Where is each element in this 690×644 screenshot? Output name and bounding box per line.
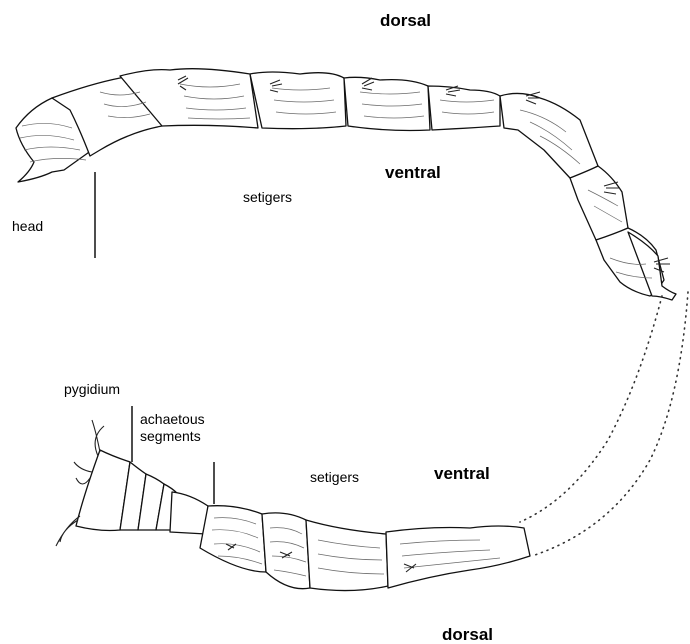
label-segments: segments [140, 429, 201, 443]
label-ventral-bottom: ventral [434, 465, 490, 482]
label-head: head [12, 219, 43, 233]
label-dorsal-bottom: dorsal [442, 626, 493, 643]
lower-setiger-5 [386, 526, 530, 588]
setiger-6 [570, 166, 628, 240]
lower-setiger-3 [262, 513, 310, 589]
dotted-connector-left [520, 296, 662, 522]
upper-body [16, 69, 676, 300]
label-dorsal-top: dorsal [380, 12, 431, 29]
lower-setiger-1 [170, 492, 208, 534]
label-setigers-top: setigers [243, 190, 292, 204]
label-pygidium: pygidium [64, 382, 120, 396]
setiger-3 [344, 77, 430, 130]
label-ventral-top: ventral [385, 164, 441, 181]
lower-setiger-4 [306, 520, 388, 591]
dotted-connector-right [532, 292, 688, 556]
label-achaetous: achaetous [140, 412, 205, 426]
setiger-4 [428, 86, 500, 130]
lower-body [56, 420, 530, 591]
setiger-5 [500, 93, 598, 178]
label-setigers-bottom: setigers [310, 470, 359, 484]
